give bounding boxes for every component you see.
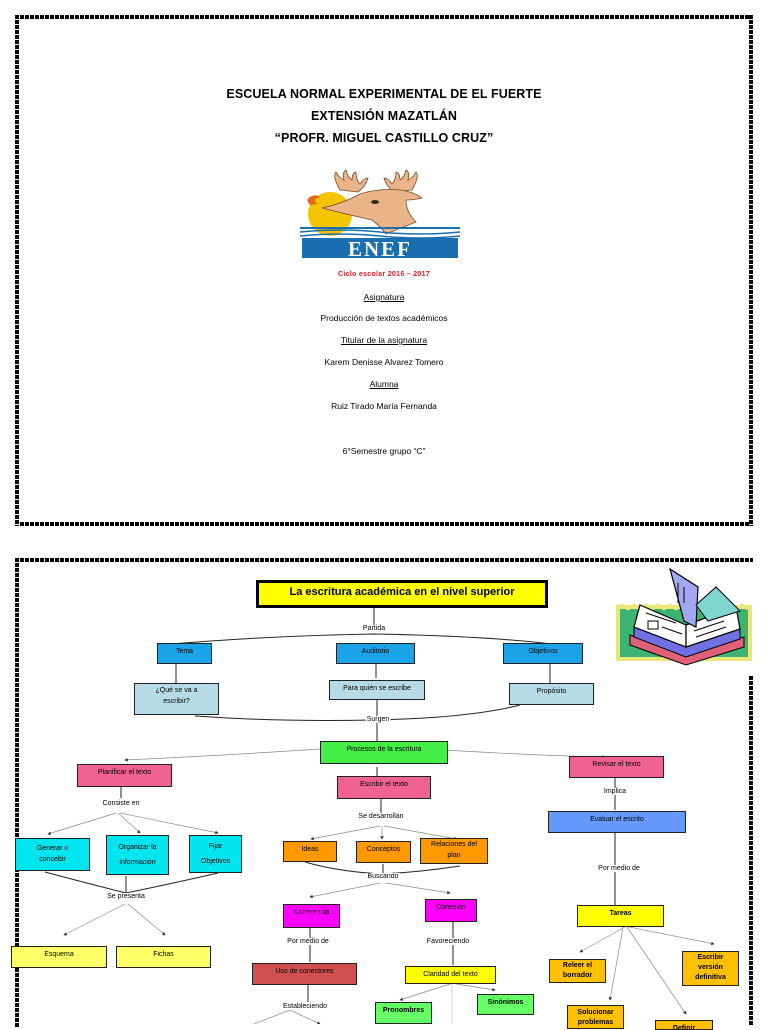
school-cycle: Ciclo escolar 2016 – 2017 xyxy=(338,271,430,278)
node-revisar: Revisar el texto xyxy=(569,756,664,778)
book-icon xyxy=(615,567,752,666)
node-escribir: Escribir el texto xyxy=(337,776,431,799)
connector-label: Por medio de xyxy=(597,865,641,872)
node-partial: Definir xyxy=(655,1020,713,1030)
node-ideas: Ideas xyxy=(283,841,337,862)
node-auditorio: Auditorio xyxy=(336,643,415,664)
node-relaciones: Relaciones del plan xyxy=(420,838,488,864)
node-que-escribir: ¿Qué se va a escribir? xyxy=(134,683,219,715)
concept-map-title: La escritura académica en el nivel super… xyxy=(256,580,548,608)
node-organizar: Organizar la información xyxy=(106,835,169,875)
node-fichas: Fichas xyxy=(116,946,211,968)
teacher-label: Titular de la asignatura xyxy=(340,335,428,345)
student-name: Ruiz Tirado María Fernanda xyxy=(331,401,437,411)
page-border-top xyxy=(15,558,753,562)
school-honoree: “PROFR. MIGUEL CASTILLO CRUZ” xyxy=(274,131,494,145)
teacher-name: Karem Denisse Alvarez Tomero xyxy=(324,357,444,367)
connector-label: Buscando xyxy=(366,873,400,880)
node-esquema: Esquema xyxy=(11,946,107,968)
connector-label: Partida xyxy=(361,625,387,632)
node-claridad: Claridad del texto xyxy=(405,966,496,984)
logo-text: ENEF xyxy=(348,237,412,260)
node-tema: Tema xyxy=(157,643,212,664)
node-fijar: Fijar Objetivos xyxy=(189,835,242,873)
connector-label: Estableciendo xyxy=(282,1003,328,1010)
node-proposito: Propósito xyxy=(509,683,594,705)
node-evaluar: Evaluar el escrito xyxy=(548,811,686,833)
node-releer: Releer el borrador xyxy=(549,959,606,983)
connector-label: Se presenta xyxy=(106,893,146,900)
node-procesos: Procesos de la escritura xyxy=(320,741,448,764)
semester-group: 6°Semestre grupo “C” xyxy=(342,446,426,456)
connector-label: Favoreciendo xyxy=(425,938,471,945)
open-book-clipart xyxy=(612,565,758,670)
page-border-left xyxy=(15,558,19,1028)
node-generar: Generar o concebir xyxy=(15,838,90,871)
connector-label: Implica xyxy=(602,788,628,795)
page-border-right xyxy=(749,15,753,526)
node-coherencia: Coherencia xyxy=(283,904,340,928)
connector-label: Surgen xyxy=(365,716,391,723)
page-border-right xyxy=(749,676,753,1026)
connector-label: Se desarrollan xyxy=(357,813,405,820)
node-planificar: Planificar el texto xyxy=(77,764,172,787)
node-sinonimos: Sinónimos xyxy=(477,994,534,1015)
school-extension: EXTENSIÓN MAZATLÁN xyxy=(310,109,457,123)
connector-label: Por medio de xyxy=(286,938,330,945)
node-conectores: Uso de conectores xyxy=(252,963,357,985)
cover-page: ESCUELA NORMAL EXPERIMENTAL DE EL FUERTE… xyxy=(15,15,753,526)
connector-label: Consiste en xyxy=(101,800,141,807)
page-border-left xyxy=(15,15,19,526)
node-conceptos: Conceptos xyxy=(356,841,411,863)
page-border-bottom xyxy=(15,522,753,526)
subject-label: Asignatura xyxy=(363,292,405,302)
node-escribir-version: Escribir versión definitiva xyxy=(682,951,739,986)
node-objetivos: Objetivos xyxy=(503,643,583,664)
deer-logo-icon: ENEF xyxy=(299,169,461,261)
subject-name: Producción de textos académicos xyxy=(320,313,448,323)
enef-logo: ENEF xyxy=(299,168,461,261)
node-tareas: Tareas xyxy=(577,905,664,927)
node-pronombres: Pronombres xyxy=(375,1002,432,1024)
page-border-top xyxy=(15,15,753,19)
student-label: Alumna xyxy=(369,379,399,389)
school-name: ESCUELA NORMAL EXPERIMENTAL DE EL FUERTE xyxy=(226,87,542,101)
node-solucionar: Solucionar problemas xyxy=(567,1005,624,1029)
node-para-quien: Para quién se escribe xyxy=(329,680,425,700)
node-cohesion: Cohesión xyxy=(425,899,477,922)
